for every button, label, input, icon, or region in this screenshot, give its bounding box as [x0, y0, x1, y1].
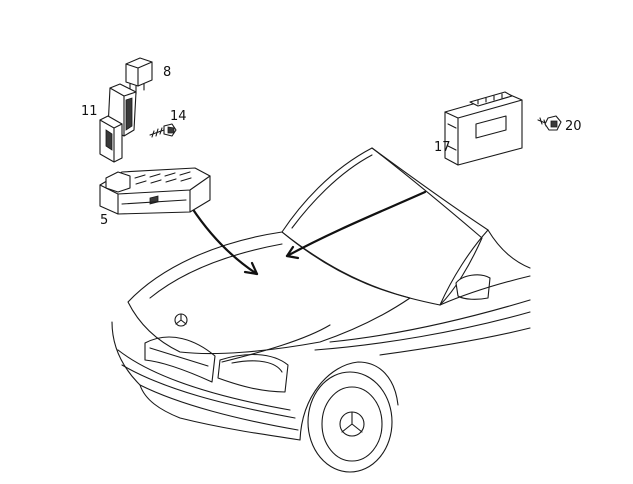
grille: [144, 336, 216, 383]
callout-5: 5: [100, 213, 108, 228]
hood-star-emblem: [174, 313, 188, 327]
hood: [127, 231, 411, 355]
control-unit-part: [444, 91, 523, 166]
arrow-to-fusebox: [190, 206, 259, 276]
wheel-arch: [299, 361, 399, 441]
bolt-part: [537, 115, 562, 131]
relay-part: [125, 57, 153, 95]
bracket-part: [99, 83, 137, 163]
headlight: [217, 353, 289, 393]
callout-14: 14: [170, 109, 187, 124]
fuse-relay-box-part: [99, 167, 211, 215]
location-arrows: [190, 190, 427, 276]
front-bumper: [111, 321, 299, 431]
callout-17: 17: [434, 140, 451, 155]
callout-11: 11: [81, 104, 98, 119]
callout-20: 20: [565, 119, 582, 134]
arrow-to-control-unit: [285, 190, 427, 258]
front-wheel: [307, 371, 393, 473]
callout-8: 8: [163, 65, 171, 80]
car-front-outline: [111, 147, 531, 473]
side-mirror: [455, 274, 491, 300]
screw-part: [149, 123, 177, 138]
